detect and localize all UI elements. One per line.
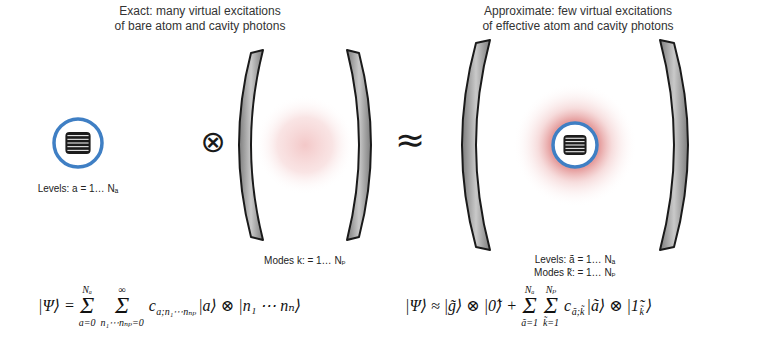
equation-term: ⟩ bbox=[646, 297, 652, 315]
cavity-mirror bbox=[462, 40, 490, 250]
energy-level-line bbox=[565, 151, 584, 152]
node-label: Modes k: = 1… Nₚ bbox=[264, 254, 346, 267]
photon-cloud bbox=[255, 95, 355, 195]
node-label: Modes k̃: = 1… Nₚ bbox=[534, 266, 616, 279]
sum-limit: a=0 bbox=[79, 317, 96, 329]
energy-level-line bbox=[565, 138, 584, 139]
energy-level-line bbox=[67, 135, 88, 136]
node-label: Levels: ã = 1… Nₐ bbox=[535, 253, 616, 266]
operator-symbol: ≈ bbox=[395, 122, 425, 158]
node-shape bbox=[455, 32, 695, 282]
equation-term: c bbox=[564, 297, 571, 315]
node-label: Levels: a = 1… Nₐ bbox=[38, 182, 119, 195]
sum-limit: ã=1 bbox=[521, 317, 538, 329]
cavity-mirror bbox=[347, 50, 371, 240]
equation-term: |ã⟩ ⊗ |1̃ bbox=[586, 297, 638, 315]
sum-limit: Nₚ bbox=[546, 284, 557, 296]
sum-limit: Nₐ bbox=[525, 284, 535, 296]
energy-level-line bbox=[67, 143, 88, 144]
energy-levels bbox=[65, 132, 90, 154]
equation-term: |Ψ⟩ ≈ |g̃⟩ ⊗ |0̃⟩ + bbox=[405, 297, 517, 315]
energy-level-line bbox=[67, 139, 88, 140]
sum-sign: Σ bbox=[115, 292, 129, 320]
panel-heading: Exact: many virtual excitations of bare … bbox=[90, 4, 310, 34]
equation-term: c bbox=[149, 297, 156, 315]
sum-limit: ∞ bbox=[119, 284, 126, 296]
operator-symbol: ⊗ bbox=[200, 127, 225, 157]
sum-limit: n₁⋯nₙₚ=0 bbox=[100, 317, 143, 329]
sum-sign: Σ bbox=[522, 292, 536, 320]
equation-term: |Ψ⟩ = bbox=[38, 297, 75, 315]
energy-levels bbox=[563, 135, 586, 155]
energy-level-line bbox=[67, 146, 88, 147]
cavity-mirror bbox=[239, 50, 263, 240]
energy-level-line bbox=[565, 145, 584, 146]
sum-limit: Nₐ bbox=[82, 284, 92, 296]
node-shape bbox=[230, 42, 380, 270]
subscript: ã;k̃ bbox=[572, 306, 585, 318]
panel-heading: Approximate: few virtual excitations of … bbox=[453, 4, 703, 34]
energy-level-line bbox=[67, 150, 88, 151]
atom-symbol bbox=[553, 123, 597, 167]
sum-limit: k̃=1 bbox=[543, 317, 559, 329]
dressed-cavity-icon: Levels: ã = 1… NₐModes k̃: = 1… Nₚ bbox=[455, 32, 695, 282]
sum-sign: Σ bbox=[80, 292, 94, 320]
subscript: a;n₁⋯nₙₚ bbox=[156, 306, 196, 318]
atom-outline bbox=[54, 119, 102, 167]
subscript: k̃ bbox=[639, 306, 643, 318]
energy-level-line bbox=[565, 141, 584, 142]
cavity-mirror bbox=[660, 40, 688, 250]
atom-icon: Levels: a = 1… Nₐ bbox=[20, 112, 136, 198]
atom-outline bbox=[553, 123, 597, 167]
photon-cloud bbox=[513, 83, 637, 207]
atom-symbol bbox=[54, 119, 102, 167]
cavity-icon: Modes k: = 1… Nₚ bbox=[230, 42, 380, 270]
sum-sign: Σ bbox=[544, 292, 558, 320]
equation-term: |a⟩ ⊗ |n₁ ⋯ nₙ⟩ bbox=[198, 297, 301, 315]
energy-level-line bbox=[565, 148, 584, 149]
